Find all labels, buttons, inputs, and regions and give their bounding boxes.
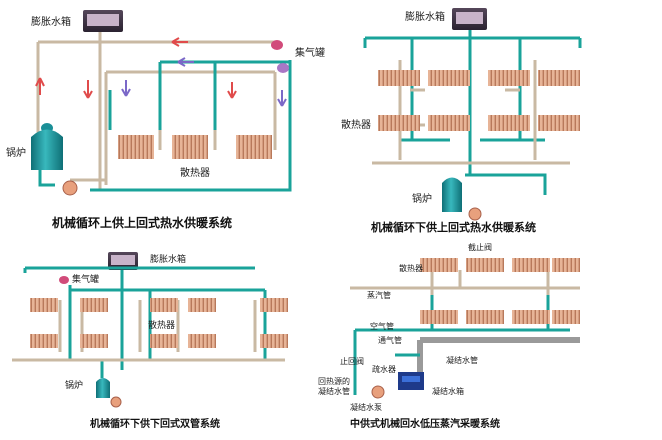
expansion-tank [83, 10, 123, 32]
panel-top-left: 膨胀水箱 集气罐 散 [6, 10, 325, 230]
boiler-label: 锅炉 [65, 379, 83, 391]
radiator-label: 散热器 [180, 166, 210, 179]
return-pipe-label-1: 回热源的 [318, 376, 350, 386]
panel-bottom-right: 截止阀 散热器 蒸汽管 空气管 通气管 止回阀 疏水器 凝结水管 凝结水箱 回热… [318, 242, 580, 430]
radiator [260, 298, 288, 312]
return-pipe [36, 32, 277, 190]
panel-bottom-left: 膨胀水箱 集气罐 散热器 锅炉 机械循环下供下回式双管系统 [12, 252, 288, 430]
caption-top-left: 机械循环上供上回式热水供暖系统 [52, 215, 232, 230]
pump-label: 凝结水泵 [350, 402, 382, 412]
radiator-label: 散热器 [148, 319, 175, 331]
radiator [188, 298, 216, 312]
boiler-label: 锅炉 [412, 193, 432, 205]
radiator [488, 115, 530, 131]
radiator-label: 散热器 [341, 118, 371, 131]
radiator [150, 334, 178, 348]
air-vent-label: 集气罐 [295, 46, 325, 59]
radiator [552, 310, 580, 324]
boiler [96, 378, 122, 408]
radiator [428, 115, 470, 131]
vent-pipe-label: 通气管 [378, 335, 402, 345]
radiator [466, 258, 504, 272]
radiator [172, 135, 208, 159]
radiator [466, 310, 504, 324]
air-vent [59, 276, 69, 284]
radiator [552, 258, 580, 272]
return-pipe-label-2: 凝结水管 [318, 386, 350, 396]
radiator [428, 70, 470, 86]
boiler [31, 123, 78, 196]
radiator [118, 135, 154, 159]
radiator [80, 334, 108, 348]
radiator [420, 310, 458, 324]
expansion-tank-label: 膨胀水箱 [405, 10, 445, 23]
radiator-label: 散热器 [399, 263, 423, 273]
flow-arrows [35, 37, 287, 107]
condensate-tank-label: 凝结水箱 [432, 386, 464, 396]
return-pipe [12, 300, 285, 362]
supply-pipe [363, 30, 582, 195]
panel-top-right: 膨胀水箱 散热器 锅炉 机械循环下供上回式热水供暖系统 [341, 8, 582, 234]
radiator [512, 258, 550, 272]
caption-bottom-left: 机械循环下供下回式双管系统 [90, 417, 220, 430]
air-pipe-label: 空气管 [370, 321, 394, 331]
radiator [30, 334, 58, 348]
condensate-tank [398, 372, 424, 390]
radiator [260, 334, 288, 348]
radiator [512, 310, 550, 324]
boiler [442, 177, 482, 221]
air-vent-label: 集气罐 [72, 273, 99, 285]
radiator [378, 70, 420, 86]
radiator [236, 135, 272, 159]
check-valve-label: 止回阀 [340, 356, 364, 366]
boiler-label: 锅炉 [6, 147, 26, 159]
radiator [420, 258, 458, 272]
radiator [188, 334, 216, 348]
condensate-pump [371, 385, 385, 399]
radiator [488, 70, 530, 86]
radiator [538, 115, 580, 131]
stop-valve-label: 截止阀 [468, 242, 492, 252]
steam-trap-label: 疏水器 [372, 364, 396, 374]
expansion-tank-label: 膨胀水箱 [31, 15, 71, 28]
return-pipe [372, 60, 570, 165]
caption-top-right: 机械循环下供上回式热水供暖系统 [371, 220, 536, 234]
air-vent [271, 40, 289, 73]
expansion-tank [452, 8, 487, 30]
supply-pipe [38, 60, 292, 192]
caption-bottom-right: 中供式机械回水低压蒸汽采暖系统 [350, 417, 500, 430]
radiator [80, 298, 108, 312]
supply-pipe [23, 266, 267, 378]
radiator [30, 298, 58, 312]
expansion-tank [108, 252, 138, 270]
radiator [538, 70, 580, 86]
expansion-tank-label: 膨胀水箱 [150, 253, 186, 265]
radiator [378, 115, 420, 131]
condensate-main-label: 凝结水管 [446, 355, 478, 365]
radiator [150, 298, 178, 312]
steam-pipe-label: 蒸汽管 [367, 290, 391, 300]
